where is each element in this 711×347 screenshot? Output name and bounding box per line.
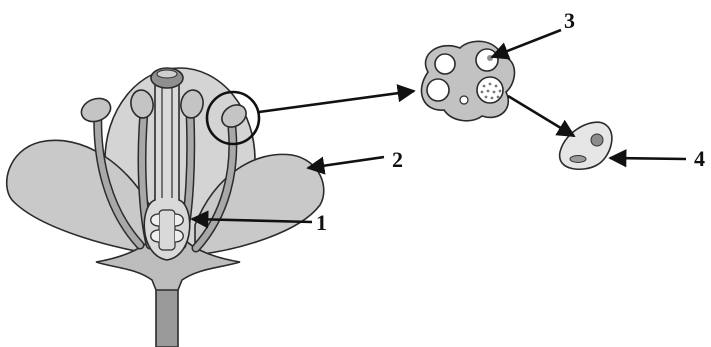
pollen-grain-nucleus-large	[591, 134, 603, 146]
pollen-grain	[560, 122, 612, 169]
label-3: 3	[564, 8, 575, 33]
stigma-top	[157, 70, 177, 78]
stem	[156, 285, 178, 347]
arrow-label-3-pollen-sac	[492, 30, 561, 57]
label-4: 4	[694, 146, 705, 171]
label-1: 1	[316, 210, 327, 235]
pollen-sac-top-left	[435, 54, 455, 74]
pollen-sac-top-right	[476, 49, 498, 71]
pollen-sac-bottom-left	[427, 79, 449, 101]
arrow-anther-to-cross-section	[259, 91, 414, 112]
pollen-grain-nucleus-small	[570, 156, 586, 163]
arrow-label-4-pollen-grain	[610, 158, 686, 159]
anther-outer-left	[78, 95, 114, 126]
label-2: 2	[392, 147, 403, 172]
arrow-cross-section-to-pollen-grain	[508, 96, 574, 136]
arrow-label-2-petal	[308, 157, 384, 168]
